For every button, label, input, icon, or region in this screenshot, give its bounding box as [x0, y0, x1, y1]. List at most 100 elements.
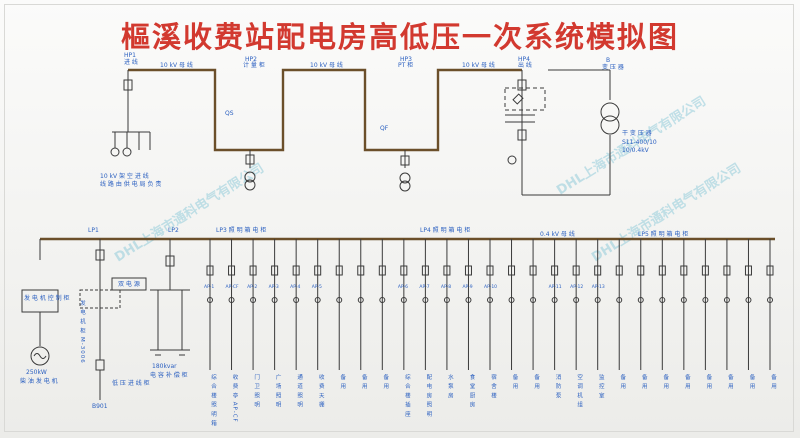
feeder-breaker [357, 265, 365, 276]
feeder-label: 食 堂 厨 房 [468, 373, 475, 409]
feeder-breaker [766, 265, 774, 276]
feeder-label: 备 用 [705, 373, 712, 390]
feeder-breaker [680, 265, 688, 276]
feeder-label: 备 用 [641, 373, 648, 390]
feeder-label: 备 用 [727, 373, 734, 390]
feeder-label: 备 用 [361, 373, 368, 390]
hv-switch-label: QS [225, 110, 234, 117]
feeder-label: 备 用 [382, 373, 389, 390]
feeder-code: AP-1 [204, 284, 214, 290]
lv-panel1: LP1 [88, 227, 99, 234]
feeder-ct [250, 297, 257, 303]
hv-section [110, 68, 620, 196]
capacitor-rating: 180kvar [152, 363, 177, 370]
feeder-breaker [464, 265, 472, 276]
lv-bus-label5: LP5 照 明 箱 电 柜 [638, 230, 688, 238]
transformer-rating: S11-400/10 [622, 139, 657, 146]
feeder-ct [616, 297, 623, 303]
feeder-code: AP-7 [419, 284, 429, 290]
feeder-ct [637, 297, 644, 303]
feeder-ct [422, 297, 429, 303]
feeder-code: AP-6 [398, 284, 408, 290]
feeder-breaker [486, 265, 494, 276]
feeder-breaker [271, 265, 279, 276]
hv-bus1-label: 10 kV 母 线 [160, 61, 193, 69]
feeder-ct [443, 297, 450, 303]
feeder-ct [271, 297, 278, 303]
gen-rating: 250kW [26, 369, 47, 376]
feeder-label: 宿 舍 楼 [490, 373, 497, 399]
feeder-ct [508, 297, 515, 303]
auto-switch-label: 双 电 源 [118, 280, 140, 288]
hv-cab-incoming: HP1 [124, 52, 136, 59]
hv-cab-pt: HP3 [400, 56, 412, 63]
feeder-breaker [400, 265, 408, 276]
feeder-ct [573, 297, 580, 303]
hv-cab-meter-sub: 计 量 柜 [243, 61, 265, 69]
feeder-ct [745, 297, 752, 303]
feeder-breaker [744, 265, 752, 276]
feeder-label: 通 道 照 明 [296, 373, 303, 409]
feeder-ct [487, 297, 493, 303]
feeder-breaker [551, 265, 559, 276]
feeder-breaker [314, 265, 322, 276]
feeder-label: 备 用 [512, 373, 519, 390]
board-frame [4, 4, 794, 432]
feeder-group [206, 239, 774, 370]
feeder-label: 备 用 [770, 373, 777, 390]
feeder-label: 广 场 照 明 [275, 373, 282, 409]
feeder-label: 备 用 [748, 373, 755, 390]
feeder-breaker [421, 265, 429, 276]
feeder-breaker [378, 265, 386, 276]
transformer-no: B [606, 57, 610, 64]
feeder-ct [314, 297, 321, 303]
hv-cab-incoming-sub: 进 线 [124, 58, 138, 66]
hv-cab-out-sub: 出 线 [518, 61, 532, 69]
feeder-label: 空 调 机 组 [576, 373, 583, 408]
feeder-label: 监 控 室 [598, 373, 605, 399]
feeder-code: AP-2 [247, 284, 257, 290]
diagram-title: 樞溪收费站配电房高低压一次系统模拟图 [120, 20, 679, 54]
feeder-ct [551, 297, 558, 303]
feeder-label: 备 用 [662, 373, 669, 390]
feeder-label: 备 用 [619, 373, 626, 390]
feeder-label: 备 用 [684, 373, 691, 390]
feeder-code: AP-13 [592, 284, 605, 290]
feeder-label: 收 费 亭 AP-CF [232, 373, 239, 423]
lv-incoming-label: 低 压 进 线 柜 [112, 379, 150, 387]
feeder-ct [659, 297, 666, 303]
feeder-breaker [529, 265, 537, 276]
gen-panel-note: 发 电 机 柜 M-3006 [79, 299, 86, 364]
feeder-breaker [206, 265, 214, 276]
hv-bus [128, 68, 522, 152]
feeder-breaker [701, 265, 709, 276]
incoming-note-1: 10 kV 架 空 进 线 [100, 172, 149, 180]
feeder-code: AP-4 [290, 284, 300, 290]
lv-bus-label3: LP3 照 明 箱 电 柜 [216, 226, 266, 234]
feeder-breaker [637, 265, 645, 276]
feeder-breaker [292, 265, 300, 276]
feeder-code: AP-12 [570, 284, 583, 290]
feeder-ct [702, 297, 709, 303]
feeder-code: AP-CF [226, 284, 239, 290]
feeder-breaker [658, 265, 666, 276]
feeder-breaker [228, 265, 236, 276]
feeder-label: 综 合 楼 照 明 箱 [210, 373, 217, 427]
lv-bus-label-mid: 0.4 kV 母 线 [540, 230, 575, 238]
hv-cab-pt-sub: PT 柜 [398, 61, 413, 69]
feeder-breaker [443, 265, 451, 276]
feeder-ct [530, 297, 537, 303]
feeder-code: AP-8 [441, 284, 451, 290]
watermark-right: DHL上海市通科电气有限公司 [589, 160, 744, 265]
feeder-ct [293, 297, 300, 303]
incoming-note-2: 线 路 由 供 电 局 负 责 [100, 180, 161, 188]
feeder-ct [594, 297, 601, 303]
lv-bus-label4: LP4 照 明 箱 电 柜 [420, 226, 470, 234]
feeder-ct [400, 297, 407, 303]
feeder-label: 配 电 房 照 明 [425, 374, 432, 418]
transformer-ratio: 10/0.4kV [622, 147, 650, 154]
gen-control-label: 发 电 机 控 制 柜 [24, 294, 70, 302]
capacitor-sub: 电 容 补 偿 柜 [150, 371, 188, 379]
